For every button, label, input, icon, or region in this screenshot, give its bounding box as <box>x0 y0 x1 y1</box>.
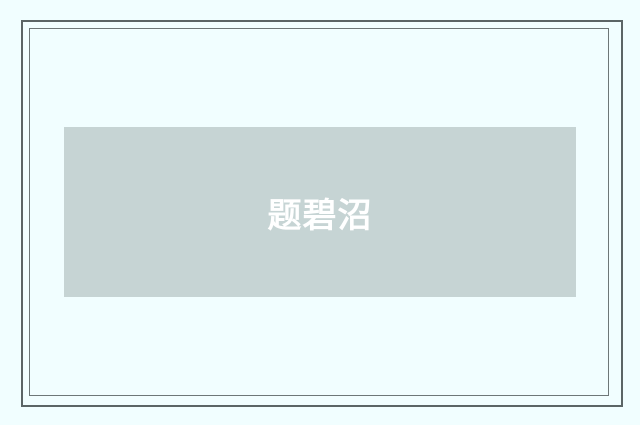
inner-frame-border <box>29 28 609 396</box>
title-banner: 题碧沼 <box>64 127 576 297</box>
banner-title-text: 题碧沼 <box>267 195 373 236</box>
outer-frame-border <box>21 20 623 407</box>
